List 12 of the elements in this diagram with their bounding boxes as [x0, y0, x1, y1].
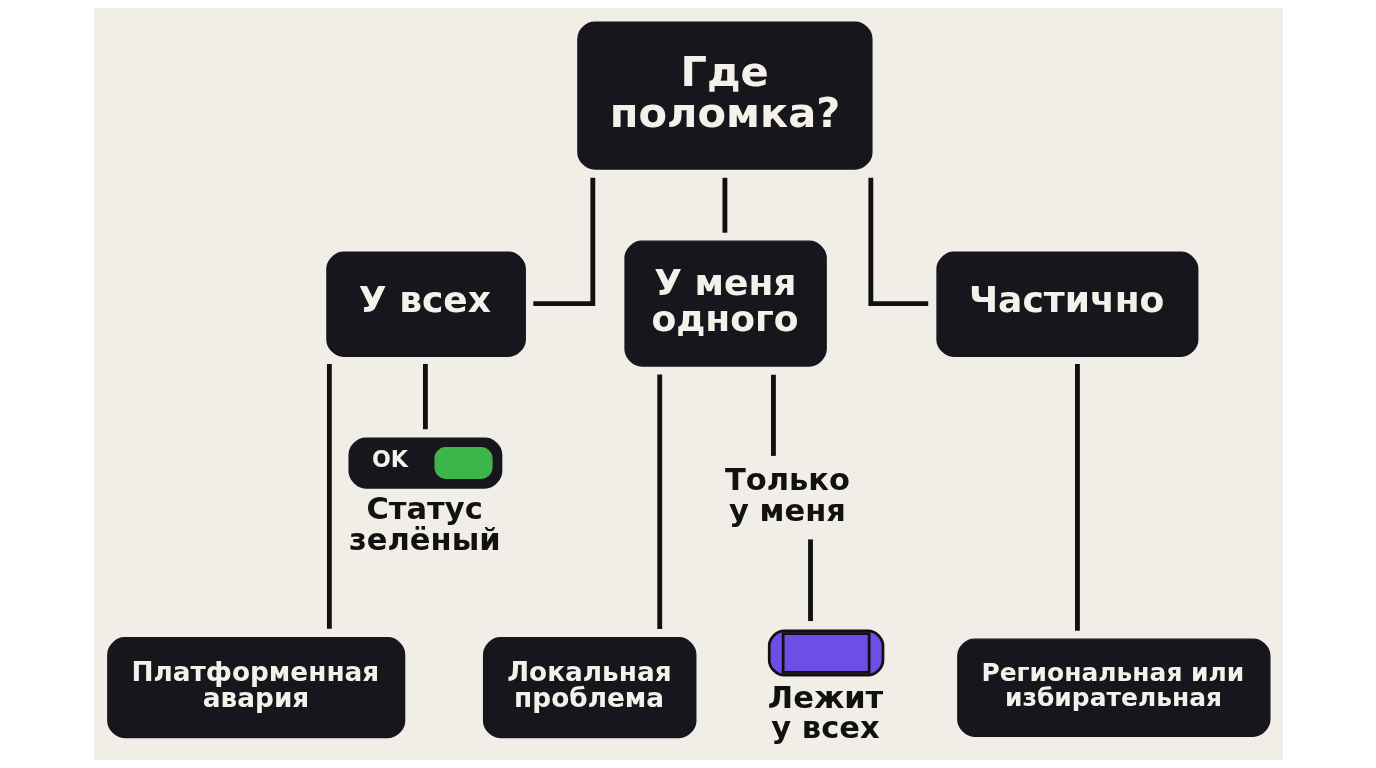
- node-label: Статус зелёный: [348, 491, 501, 557]
- connector: [721, 177, 727, 233]
- connector: [532, 177, 595, 306]
- connector: [1074, 364, 1080, 631]
- connector: [656, 374, 662, 630]
- connector: [807, 539, 813, 622]
- connector: [867, 177, 928, 306]
- node-label: Лежит у всех: [767, 679, 883, 746]
- node-text: Только у меня: [724, 462, 850, 528]
- connector: [422, 363, 428, 430]
- connector: [770, 374, 776, 456]
- connector: [326, 364, 332, 629]
